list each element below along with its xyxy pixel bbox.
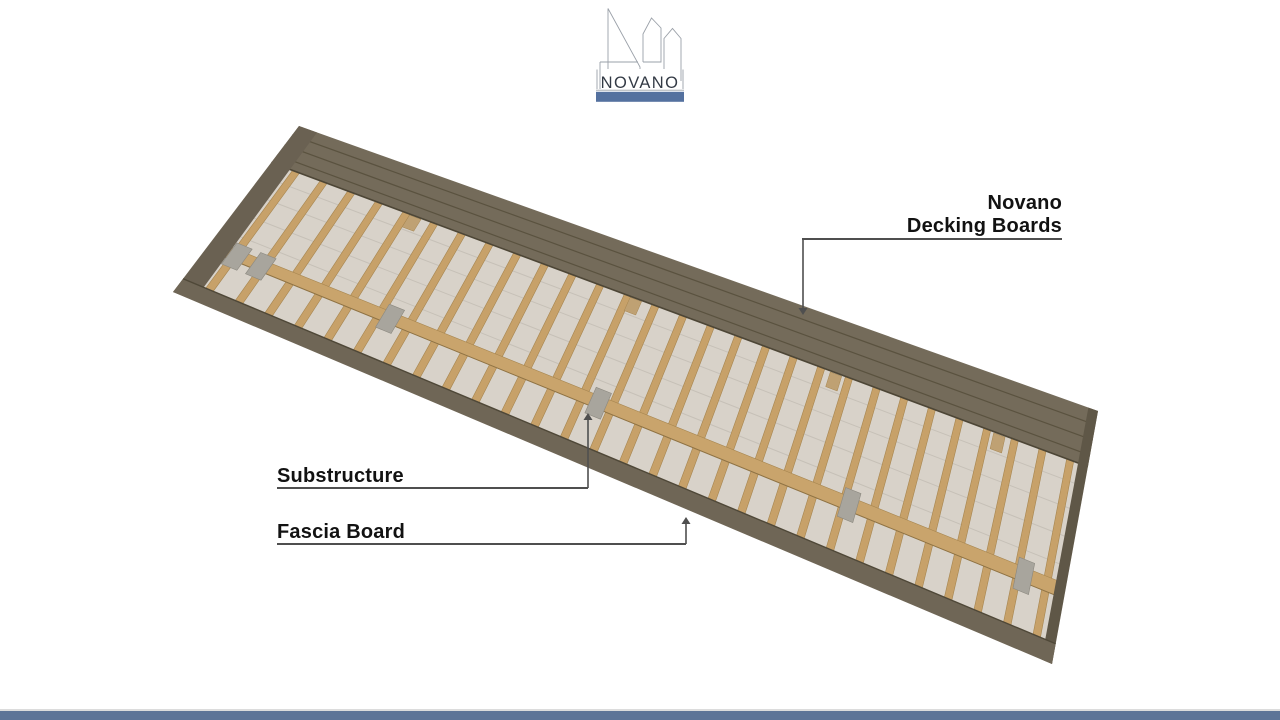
deck-mount-block	[584, 386, 612, 420]
deck-mount-block	[245, 252, 277, 281]
deck-rim-block	[401, 214, 422, 232]
leader-arrowhead	[583, 413, 593, 420]
fascia-left	[173, 126, 317, 301]
novano-logo: NOVANO	[590, 5, 690, 105]
deck-rim-block	[989, 432, 1006, 454]
label-decking-line1: Novano	[987, 192, 1062, 214]
deck-right-edge	[1041, 407, 1098, 664]
footer-bar	[0, 709, 1280, 720]
label-fascia-board: Fascia Board	[277, 521, 406, 543]
label-substructure: Substructure	[277, 465, 404, 487]
deck-rim-block	[623, 297, 642, 316]
decking-band-gap-line	[284, 144, 1093, 441]
leader-arrowhead	[798, 308, 808, 315]
fascia-top-shadow	[182, 278, 1056, 645]
logo-graphic: NOVANO	[596, 8, 684, 102]
label-decking-line2: Decking Boards	[906, 215, 1062, 237]
deck-rim-block	[825, 371, 843, 392]
deck-mount-block	[375, 303, 406, 334]
fascia-front	[173, 278, 1056, 664]
leader-arrowhead	[681, 517, 691, 524]
deck-mount-block	[836, 487, 862, 524]
decking-band-gap-line	[276, 154, 1091, 456]
label-decking-boards: Novano Decking Boards	[907, 192, 1062, 238]
logo-accent-bar	[596, 91, 684, 102]
logo-buildings-icon	[596, 8, 684, 89]
logo-wordmark: NOVANO	[601, 74, 680, 92]
deck-mount-block	[220, 242, 253, 271]
decking-band-gap-line	[291, 134, 1096, 426]
deck-bearer-shadow	[208, 250, 1061, 598]
decking-band-bottom-edge	[271, 161, 1089, 468]
deck-mount-block	[1012, 556, 1036, 596]
